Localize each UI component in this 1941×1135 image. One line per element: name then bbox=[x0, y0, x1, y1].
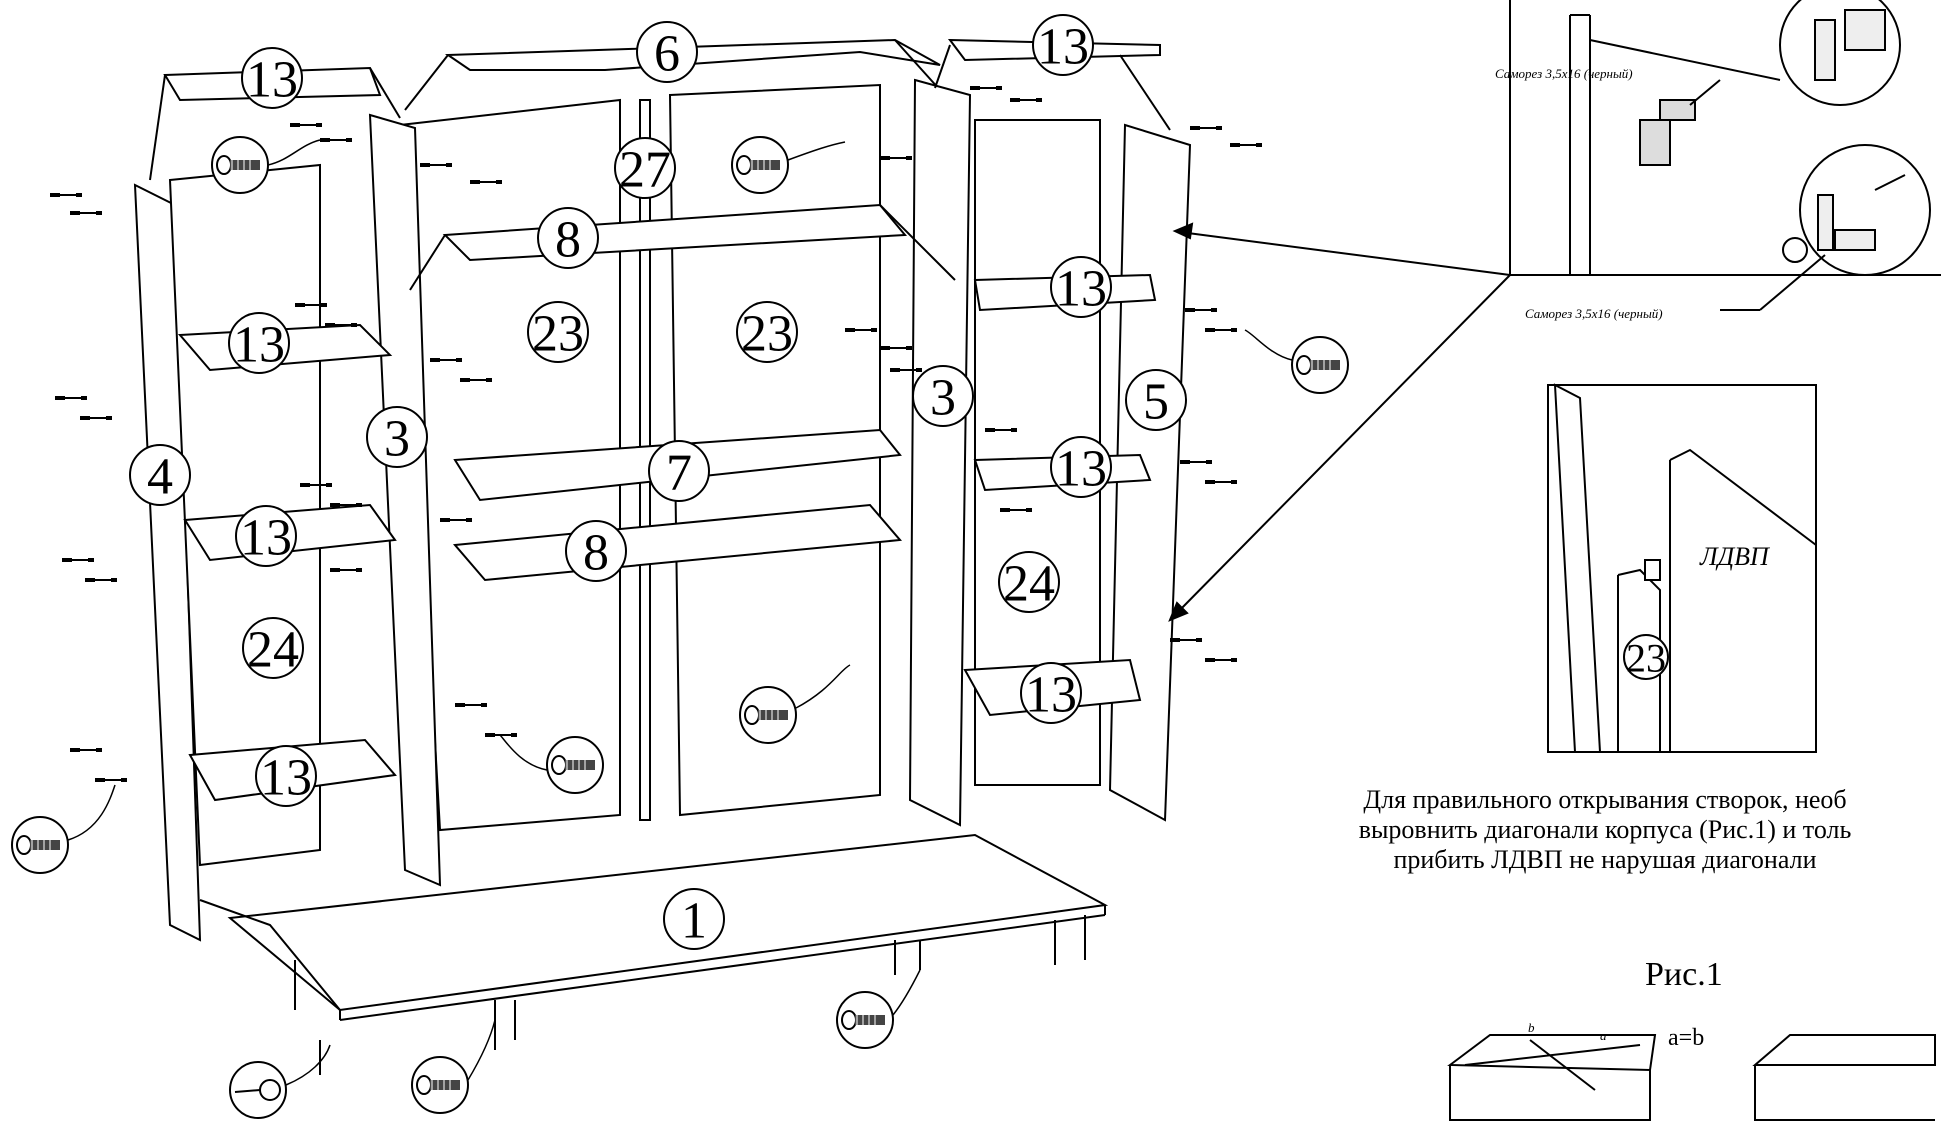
label-8: 8 bbox=[555, 212, 581, 269]
note-line-3: прибить ЛДВП не нарушая диагонали bbox=[1393, 845, 1817, 874]
hinge-icon bbox=[1639, 79, 1721, 166]
diagonal-b: b bbox=[1528, 1020, 1535, 1035]
label-13: 13 bbox=[1055, 261, 1107, 318]
label-13: 13 bbox=[240, 510, 292, 567]
label-24: 24 bbox=[247, 622, 299, 679]
label-5: 5 bbox=[1143, 374, 1169, 431]
ldvp-inset bbox=[1547, 383, 1817, 753]
label-24: 24 bbox=[1003, 556, 1055, 613]
left-side-panel bbox=[133, 183, 202, 942]
note-line-1: Для правильного открывания створок, необ bbox=[1363, 785, 1847, 814]
label-4: 4 bbox=[147, 449, 173, 506]
label-13: 13 bbox=[1055, 441, 1107, 498]
diagonal-figure bbox=[1447, 1034, 1936, 1121]
label-13: 13 bbox=[260, 750, 312, 807]
right-inner-panel bbox=[908, 78, 972, 827]
label-13: 13 bbox=[246, 52, 298, 109]
label-3: 3 bbox=[930, 370, 956, 427]
screw-caption-bottom: Саморез 3,5х16 (черный) bbox=[1525, 306, 1663, 321]
label-1: 1 bbox=[681, 893, 707, 950]
label-13: 13 bbox=[233, 317, 285, 374]
diagonal-a: a bbox=[1600, 1028, 1607, 1043]
label-6: 6 bbox=[654, 26, 680, 83]
ldvp-label: ЛДВП bbox=[1699, 542, 1771, 571]
shelf-8-bottom bbox=[452, 503, 903, 582]
note-line-2: выровнить диагонали корпуса (Рис.1) и то… bbox=[1358, 815, 1852, 844]
assembly-note: Для правильного открывания створок, необ… bbox=[1255, 785, 1941, 875]
label-23: 23 bbox=[741, 306, 793, 363]
left-inner-panel bbox=[368, 113, 442, 887]
equation: a=b bbox=[1668, 1025, 1704, 1051]
label-27: 27 bbox=[619, 142, 671, 199]
label-7: 7 bbox=[666, 445, 692, 502]
label-3: 3 bbox=[384, 411, 410, 468]
figure-label: Рис.1 bbox=[1645, 956, 1723, 993]
cam-lock-icon bbox=[229, 1061, 287, 1119]
label-8: 8 bbox=[583, 525, 609, 582]
label-13: 13 bbox=[1025, 667, 1077, 724]
hinge-inset bbox=[1509, 0, 1941, 311]
label-13: 13 bbox=[1037, 19, 1089, 76]
screw-caption-top: Саморез 3,5х16 (черный) bbox=[1495, 66, 1633, 81]
label-23: 23 bbox=[532, 306, 584, 363]
inset-part-label: 23 bbox=[1626, 636, 1666, 681]
